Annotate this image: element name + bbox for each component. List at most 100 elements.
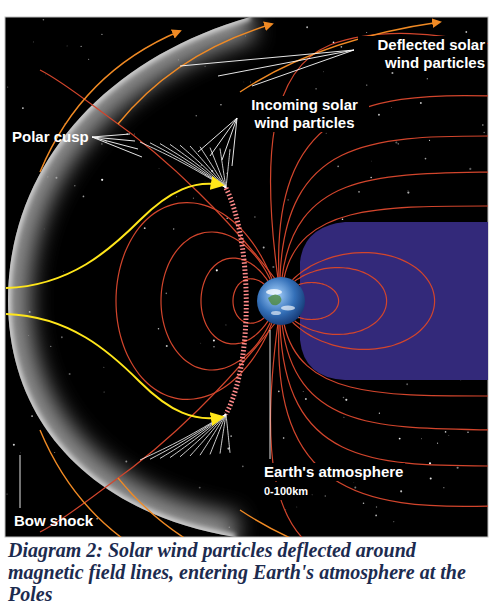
star bbox=[398, 143, 399, 144]
star bbox=[195, 115, 197, 117]
star bbox=[311, 494, 313, 496]
star bbox=[166, 293, 168, 295]
deflected-label: Deflected solar wind particles bbox=[358, 36, 487, 72]
star bbox=[263, 247, 265, 249]
particle-track bbox=[140, 142, 226, 188]
field-line bbox=[270, 33, 488, 279]
star bbox=[278, 391, 280, 393]
altitude-label: 0-100km bbox=[262, 482, 310, 500]
star bbox=[216, 269, 218, 271]
particle-track bbox=[170, 144, 226, 188]
star bbox=[104, 391, 105, 392]
star bbox=[125, 461, 127, 463]
solar-wind-path bbox=[6, 184, 222, 288]
star bbox=[6, 494, 7, 495]
star bbox=[50, 346, 51, 347]
particle-track bbox=[220, 148, 226, 188]
star bbox=[315, 88, 316, 89]
star bbox=[467, 431, 469, 433]
space-background bbox=[5, 17, 488, 537]
star bbox=[296, 506, 298, 508]
incoming-label: Incoming solar wind particles bbox=[240, 96, 369, 132]
star bbox=[103, 366, 105, 368]
star bbox=[465, 31, 467, 33]
star bbox=[199, 487, 201, 489]
star bbox=[101, 179, 103, 181]
cloud bbox=[266, 289, 282, 295]
star bbox=[66, 45, 68, 47]
star bbox=[101, 143, 102, 144]
star bbox=[200, 342, 202, 344]
leader-line bbox=[252, 50, 354, 86]
star bbox=[230, 435, 232, 437]
star bbox=[343, 397, 345, 399]
bow-shock-edge bbox=[8, 17, 250, 537]
star bbox=[7, 86, 8, 87]
star bbox=[204, 65, 206, 67]
star bbox=[204, 180, 206, 182]
star bbox=[429, 140, 430, 141]
star bbox=[96, 518, 98, 520]
star bbox=[166, 345, 168, 347]
star bbox=[272, 266, 274, 268]
star bbox=[343, 417, 344, 418]
star bbox=[83, 196, 85, 198]
star bbox=[443, 487, 444, 488]
star bbox=[391, 106, 393, 108]
star bbox=[306, 26, 308, 28]
star bbox=[45, 74, 47, 76]
star bbox=[250, 81, 252, 83]
star bbox=[354, 486, 356, 488]
earth bbox=[257, 277, 305, 325]
star bbox=[337, 165, 339, 167]
leader-line bbox=[210, 118, 237, 156]
bow-shock-glow bbox=[8, 17, 250, 537]
star bbox=[448, 435, 450, 437]
star bbox=[325, 495, 326, 496]
star bbox=[430, 478, 432, 480]
star bbox=[376, 506, 377, 507]
star bbox=[134, 133, 136, 135]
star bbox=[213, 339, 215, 341]
star bbox=[158, 328, 160, 330]
particle-track bbox=[190, 146, 226, 188]
star bbox=[302, 390, 304, 392]
star bbox=[213, 346, 214, 347]
star bbox=[353, 482, 355, 484]
upper-half bbox=[6, 22, 488, 288]
star bbox=[254, 216, 255, 217]
field-line bbox=[282, 172, 488, 278]
star bbox=[61, 336, 63, 338]
star bbox=[399, 438, 401, 440]
dipole-field-lines bbox=[116, 203, 435, 400]
star bbox=[379, 413, 380, 414]
star bbox=[101, 34, 102, 35]
star bbox=[406, 383, 408, 385]
star bbox=[88, 59, 89, 60]
star bbox=[43, 19, 45, 21]
star bbox=[366, 85, 367, 86]
leader-line bbox=[92, 137, 142, 157]
star bbox=[63, 271, 65, 273]
star bbox=[74, 185, 75, 186]
star bbox=[371, 160, 373, 162]
star bbox=[391, 72, 393, 74]
leader-line bbox=[270, 330, 271, 459]
star bbox=[69, 373, 71, 375]
star bbox=[437, 443, 438, 444]
bow-shock-label: Bow shock bbox=[12, 512, 95, 530]
star bbox=[341, 46, 343, 48]
star bbox=[323, 71, 325, 73]
star bbox=[421, 438, 423, 440]
star bbox=[173, 228, 174, 229]
star bbox=[176, 196, 178, 198]
star bbox=[393, 521, 395, 523]
field-line bbox=[280, 136, 488, 278]
star bbox=[32, 41, 34, 43]
star bbox=[370, 177, 372, 179]
bow-shock bbox=[8, 17, 250, 537]
star bbox=[445, 431, 447, 433]
star bbox=[469, 168, 471, 170]
star bbox=[358, 191, 360, 193]
leader-line bbox=[92, 137, 138, 149]
